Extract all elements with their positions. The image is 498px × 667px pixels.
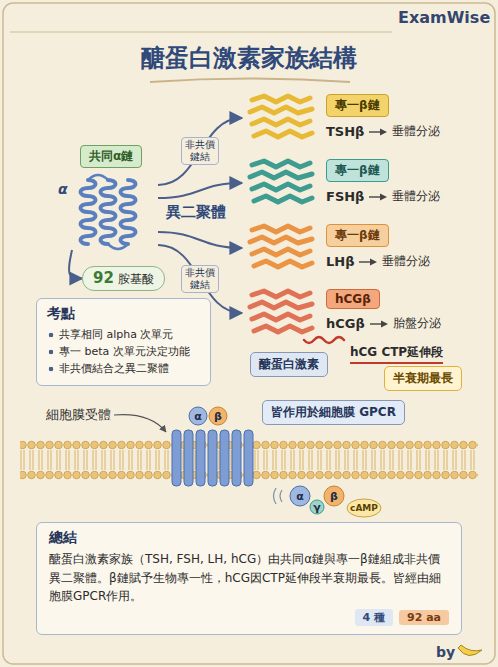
count-chip: 4 種 <box>355 609 393 626</box>
subunit-symbol: β <box>214 410 222 423</box>
subunit-name: TSHβ <box>326 124 364 139</box>
title-heading: 醣蛋白激素家族結構 <box>0 42 498 74</box>
key-points-panel: 考點共享相同 alpha 次單元專一 beta 次單元決定功能非共價結合之異二聚… <box>36 298 211 386</box>
secretion-site: 垂體分泌 <box>382 253 490 270</box>
amino-unit: 胺基酸 <box>118 271 154 288</box>
hormone-tag: 醣蛋白激素 <box>250 352 328 377</box>
heterodimer-label: 異二聚體 <box>166 203 226 222</box>
bond-arrow <box>158 183 242 198</box>
subunit-name: LHβ <box>326 254 354 269</box>
page-frame <box>3 3 495 664</box>
beta-chain-row: 專一β鏈 LHβ 垂體分泌 <box>242 220 490 276</box>
arrow-head <box>381 320 388 327</box>
beta-chain-row: 專一β鏈 TSHβ 垂體分泌 <box>242 90 490 146</box>
signal-waves <box>274 488 347 504</box>
ctp-tail <box>304 337 344 343</box>
half-life-tag: 半衰期最長 <box>384 366 462 391</box>
beta-chain-row: 專一β鏈 FSHβ 垂體分泌 <box>242 155 490 211</box>
edge-label: 非共價鍵結 <box>181 265 219 293</box>
hormone-alpha <box>189 407 207 425</box>
g-gamma <box>310 500 324 514</box>
camp-molecule <box>347 499 381 517</box>
summary-text: 醣蛋白激素家族（TSH, FSH, LH, hCG）由共同α鏈與專一β鏈組成非共… <box>49 550 449 606</box>
lh-beta-sheet <box>250 226 312 267</box>
bullet-item: 專一 beta 次單元決定功能 <box>47 343 200 360</box>
g-alpha <box>290 486 310 506</box>
amino-count: 92 <box>93 269 114 287</box>
gpcr-receptor <box>172 430 253 486</box>
subunit-symbol: γ <box>313 501 321 514</box>
alpha-helix <box>81 175 136 249</box>
chain-badge: 專一β鏈 <box>326 159 389 182</box>
chain-badge: 專一β鏈 <box>326 94 389 117</box>
gpcr-tag: 皆作用於細胞膜 GPCR <box>262 400 405 425</box>
bullet-item: 非共價結合之異二聚體 <box>47 360 200 377</box>
camp-label: cAMP <box>350 503 378 513</box>
subunit-symbol: β <box>330 490 338 503</box>
credit-label: by <box>436 644 455 660</box>
arrow-head <box>380 193 387 200</box>
chip-text: 4 種 <box>363 610 385 625</box>
tag-text: 半衰期最長 <box>393 370 453 387</box>
secretion-arrow <box>368 127 388 137</box>
subunit-symbol: α <box>296 490 304 503</box>
secretion-site: 垂體分泌 <box>392 188 490 205</box>
bond-arrow <box>158 232 242 248</box>
receptor-label: 細胞膜受體 <box>46 406 111 424</box>
subunit-name: FSHβ <box>326 189 364 204</box>
hormone-beta <box>209 407 227 425</box>
chain-badge: 專一β鏈 <box>326 224 389 247</box>
fsh-beta-sheet <box>250 161 312 202</box>
secretion-arrow <box>358 257 378 267</box>
panel-heading: 總結 <box>49 529 449 547</box>
bond-arrow <box>69 250 82 279</box>
panel-heading: 考點 <box>47 305 200 323</box>
brand-name: ExamWise <box>398 8 490 27</box>
tag-text: 皆作用於細胞膜 GPCR <box>271 404 396 421</box>
secretion-site: 垂體分泌 <box>392 123 490 140</box>
length-chip: 92 aa <box>399 610 449 625</box>
alpha-chain-group: 共同α鏈 α <box>58 145 158 250</box>
chip-text: 92 aa <box>407 611 441 624</box>
chain-symbol: α <box>58 181 68 197</box>
title-underline <box>150 79 350 83</box>
secretion-arrow <box>368 192 388 202</box>
arrow-head <box>380 128 387 135</box>
banana-icon <box>458 645 482 656</box>
g-beta <box>324 486 344 506</box>
header-rule <box>10 31 392 32</box>
ctp-label: hCG CTP延伸段 <box>350 344 443 364</box>
chain-badge: hCGβ <box>326 289 380 309</box>
bullet-item: 共享相同 alpha 次單元 <box>47 326 200 343</box>
tsh-beta-sheet <box>250 96 312 137</box>
bond-arrow <box>158 118 242 185</box>
chain-badge: 共同α鏈 <box>80 145 142 168</box>
arrow-head <box>370 258 377 265</box>
summary-panel: 總結醣蛋白激素家族（TSH, FSH, LH, hCG）由共同α鏈與專一β鏈組成… <box>36 522 462 635</box>
secretion-site: 胎盤分泌 <box>393 315 490 332</box>
subunit-name: hCGβ <box>326 316 365 331</box>
amino-acid-box: 92胺基酸 <box>82 266 165 291</box>
subunit-symbol: α <box>194 410 202 423</box>
tag-text: 醣蛋白激素 <box>259 356 319 373</box>
secretion-arrow <box>369 319 389 329</box>
edge-label: 非共價鍵結 <box>181 137 219 165</box>
beta-chain-row: hCGβ hCGβ 胎盤分泌 <box>242 285 490 341</box>
hcg-beta-sheet <box>250 291 312 332</box>
receptor-leader <box>114 415 166 432</box>
